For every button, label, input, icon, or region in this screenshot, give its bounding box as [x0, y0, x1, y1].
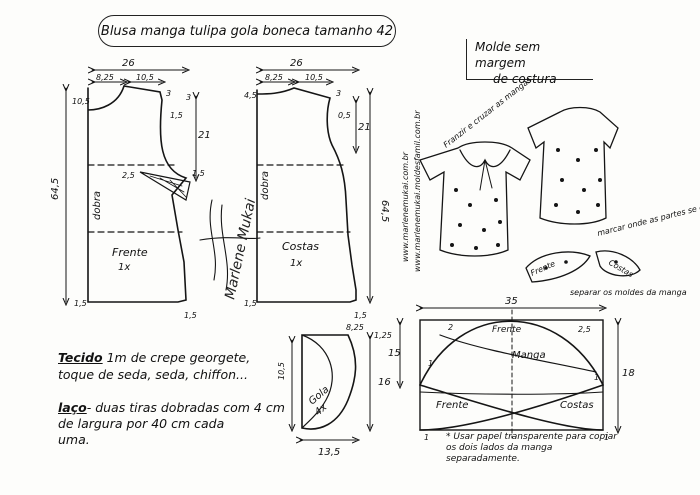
tie-text-2: de largura por 40 cm cada: [58, 416, 225, 431]
front-length: 64,5: [50, 178, 61, 200]
front-waist-right: 1,5: [192, 169, 205, 178]
signature: Marlene Mukai: [222, 197, 259, 301]
front-armhole-b: 3: [186, 93, 191, 102]
back-neck-w: 8,25: [265, 73, 283, 82]
sleeve-pieces-illustration: [525, 250, 641, 283]
tie-text-3: uma.: [58, 432, 90, 447]
back-count: 1x: [290, 258, 302, 269]
front-shoulder-drop: 3: [166, 89, 171, 98]
sleeve-label: Manga: [512, 350, 546, 361]
sleeve-top-label: Frente: [492, 325, 522, 335]
sleeve-width: 35: [505, 296, 518, 307]
back-hem-right: 1,5: [354, 311, 367, 320]
fabric-text-2: toque de seda, seda, chiffon...: [58, 367, 248, 382]
front-neck-w: 8,25: [96, 73, 114, 82]
note-box: Molde sem margem de costura: [466, 39, 593, 86]
collar-bottom: 13,5: [318, 447, 340, 458]
signature-scribble: [199, 199, 261, 291]
front-fold: dobra: [92, 191, 103, 220]
back-armhole-a: 0,5: [338, 111, 351, 120]
front-hem-right: 1,5: [184, 311, 197, 320]
sleeve-height-right: 18: [622, 368, 635, 379]
sleeve-d-bot: 1: [424, 433, 429, 442]
polka-dots: [450, 148, 618, 270]
tie-label: laço: [58, 400, 87, 415]
collar-piece: [301, 334, 357, 430]
sleeve-back: Costas: [560, 400, 594, 411]
annot-marcar: marcar onde as partes se cruzarão: [596, 195, 700, 238]
front-width: 26: [122, 58, 135, 69]
back-fold: dobra: [260, 171, 271, 200]
blouse-front-illustration: [419, 141, 531, 257]
fabric-label: Tecido: [58, 350, 103, 365]
back-label: Costas: [282, 240, 319, 253]
back-armhole-depth: 21: [358, 122, 371, 133]
blouse-back-illustration: [527, 106, 619, 225]
back-shoulder-w: 10,5: [305, 73, 323, 82]
collar-h-left: 10,5: [277, 362, 286, 380]
back-length: 64,5: [379, 200, 390, 222]
fabric-text-1: 1m de crepe georgete,: [106, 350, 251, 365]
back-width: 26: [290, 58, 303, 69]
front-bodice: [87, 85, 191, 303]
collar-w-side: 1,25: [374, 331, 392, 340]
front-label: Frente: [112, 246, 148, 259]
front-neck-drop: 10,5: [72, 97, 90, 106]
annot-separar: separar os moldes da manga: [570, 288, 687, 297]
back-shoulder-drop: 3: [336, 89, 341, 98]
website-1: www.marlenemukai.com.br: [401, 151, 410, 262]
front-shoulder-w: 10,5: [136, 73, 154, 82]
sleeve-d-bot2: 1: [604, 433, 609, 442]
tie-text-1: - duas tiras dobradas com 4 cm: [86, 400, 285, 415]
note-line-2: de costura: [493, 72, 557, 86]
front-hem-left: 1,5: [74, 299, 87, 308]
front-count: 1x: [118, 262, 130, 273]
page-title: Blusa manga tulipa gola boneca tamanho 4…: [98, 15, 396, 47]
sleeve-d-left: 2: [448, 323, 453, 332]
sleeve-height: 15: [388, 348, 401, 359]
sleeve-d-right: 2,5: [578, 325, 591, 334]
back-hem-left: 1,5: [244, 299, 257, 308]
fabric-note: Tecido 1m de crepe georgete, toque de se…: [58, 349, 250, 383]
back-bodice: [256, 87, 357, 303]
front-dart: 2,5: [122, 171, 135, 180]
back-neck-drop: 4,5: [244, 91, 257, 100]
sleeve-piece: [419, 309, 604, 439]
tie-note: laço- duas tiras dobradas com 4 cm de la…: [58, 400, 285, 448]
sleeve-d-small: 1: [428, 359, 433, 368]
website-2: www.marlenemukai.moldesfamil.com.br: [413, 110, 422, 272]
sleeve-front: Frente: [436, 400, 468, 411]
front-armhole-depth: 21: [198, 130, 211, 141]
annot-papel: * Usar papel transparente para copiar os…: [446, 432, 617, 464]
collar-w-top: 8,25: [346, 323, 364, 332]
sleeve-d-small2: 1: [594, 373, 599, 382]
collar-h-right: 16: [378, 377, 391, 388]
front-armhole-a: 1,5: [170, 111, 183, 120]
note-line-1: Molde sem margem: [475, 40, 541, 70]
